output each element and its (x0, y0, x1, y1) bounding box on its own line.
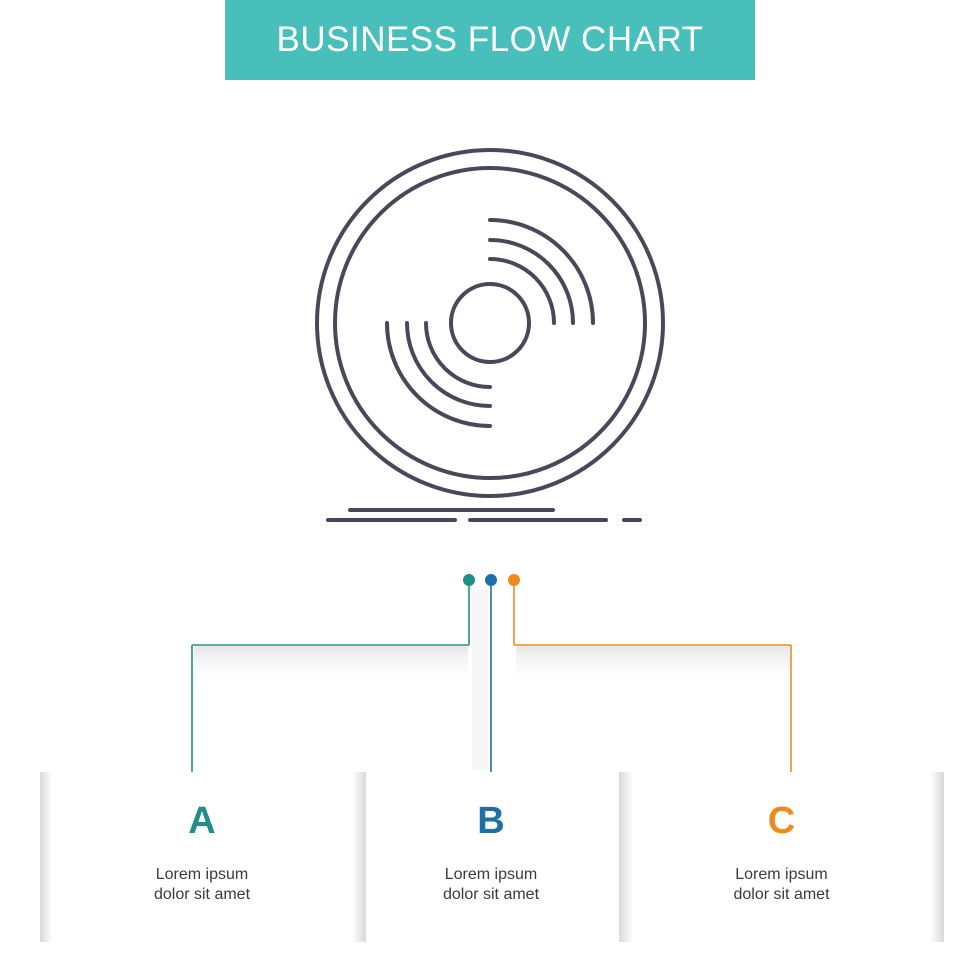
option-letter-b: B (477, 800, 505, 842)
vinyl-disc-icon (315, 148, 665, 522)
connector-c (513, 581, 792, 781)
node-dot-c (508, 574, 520, 586)
option-card-c: C Lorem ipsum dolor sit amet (633, 772, 930, 942)
node-dot-a (463, 574, 475, 586)
option-card-a: A Lorem ipsum dolor sit amet (52, 772, 352, 942)
option-text-a-line2: dolor sit amet (153, 886, 251, 903)
option-text-a-line1: Lorem ipsum (155, 866, 249, 883)
option-card-b: B Lorem ipsum dolor sit amet (366, 772, 616, 942)
option-text-b-line2: dolor sit amet (442, 886, 540, 903)
option-letter-c: C (767, 800, 796, 842)
option-letter-a: A (188, 800, 216, 842)
option-text-c-line1: Lorem ipsum (735, 866, 828, 883)
connector-a (191, 581, 470, 781)
node-dot-b (485, 574, 497, 586)
option-text-c-line2: dolor sit amet (733, 886, 830, 903)
title-banner: BUSINESS FLOW CHART (225, 0, 755, 80)
page-title: BUSINESS FLOW CHART (276, 20, 704, 59)
option-text-b-line1: Lorem ipsum (444, 866, 538, 883)
